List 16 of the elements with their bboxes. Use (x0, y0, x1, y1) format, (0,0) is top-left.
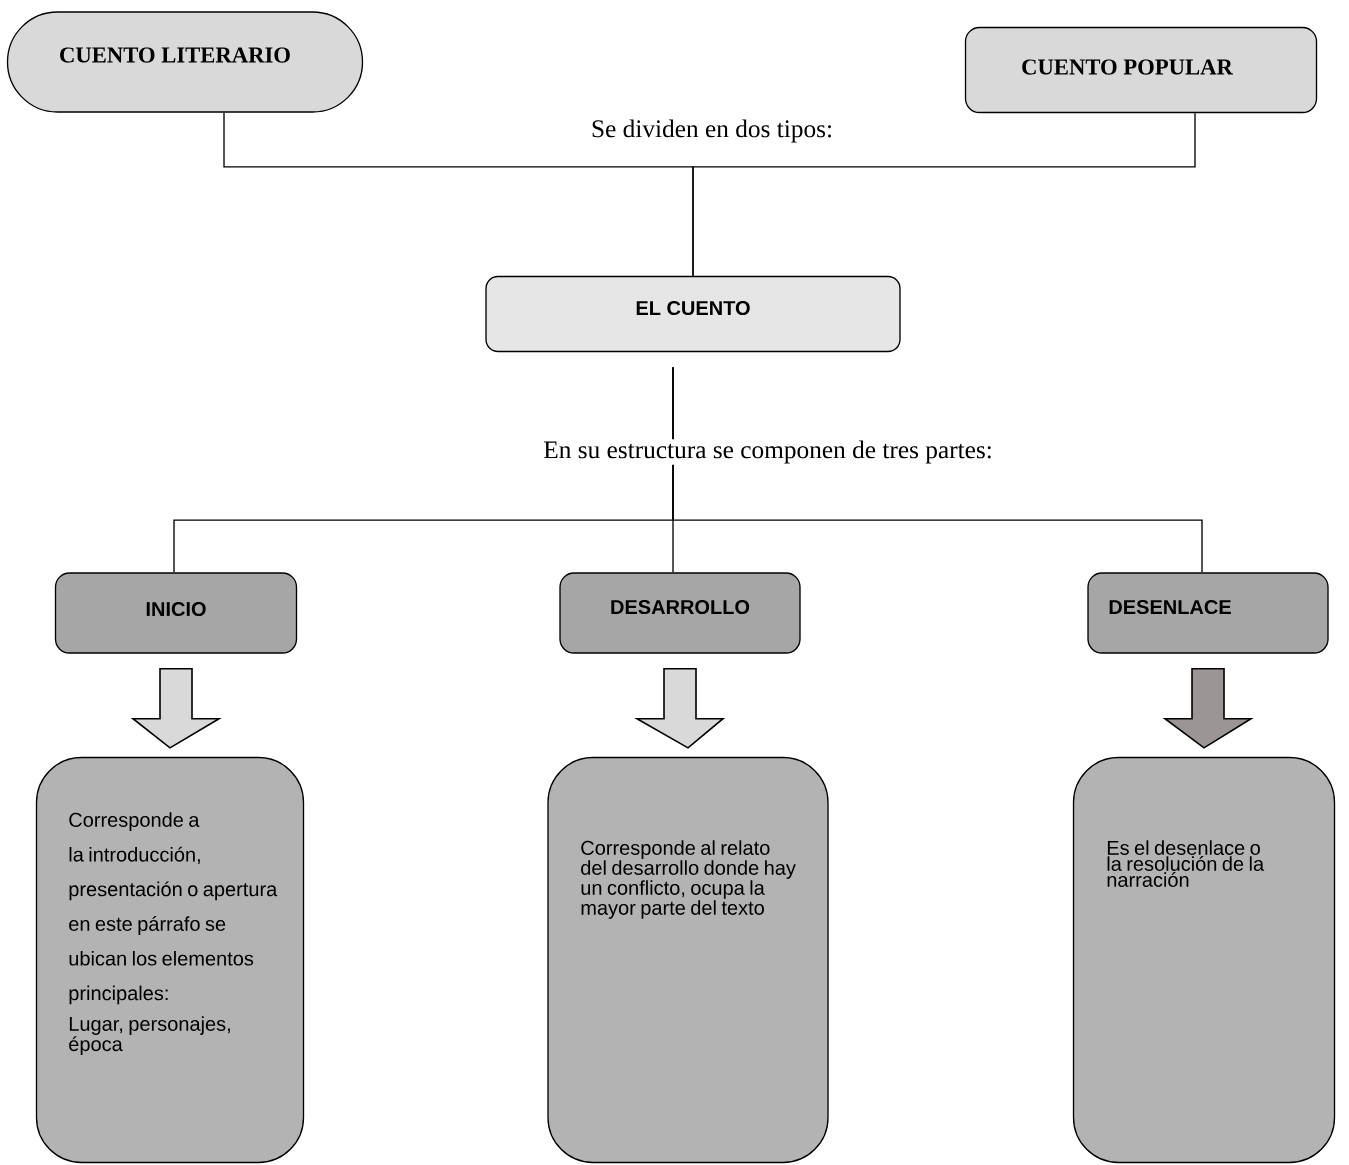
label-box: INICIO (54, 572, 298, 654)
block-arrow (634, 667, 726, 749)
label-text: En su estructura se componen de tres partes: (541, 439, 995, 465)
title-box: CUENTO LITERARIO (6, 11, 364, 113)
connector-line (692, 112, 1196, 277)
title-box: CUENTO POPULAR (964, 26, 1318, 114)
label-text: Se dividen en dos tipos: (589, 118, 835, 144)
block-arrow (130, 667, 222, 749)
text-box: Corresponde al relato del desarrollo donde hay un conflicto, ocupa la mayor parte del texto (547, 756, 829, 1164)
label-box: DESENLACE (1087, 572, 1329, 654)
connector-line (672, 366, 1203, 573)
label-box: DESARROLLO (559, 572, 801, 654)
text-box: Es el desenlace o la resolución de la narración (1072, 756, 1336, 1164)
text-box: Corresponde a la introducción, presentación o apertura en este párrafo se ubican los elementos principales: Lugar, personajes, época (35, 756, 305, 1164)
label-box: EL CUENTO (485, 275, 901, 353)
block-arrow (1162, 667, 1254, 749)
